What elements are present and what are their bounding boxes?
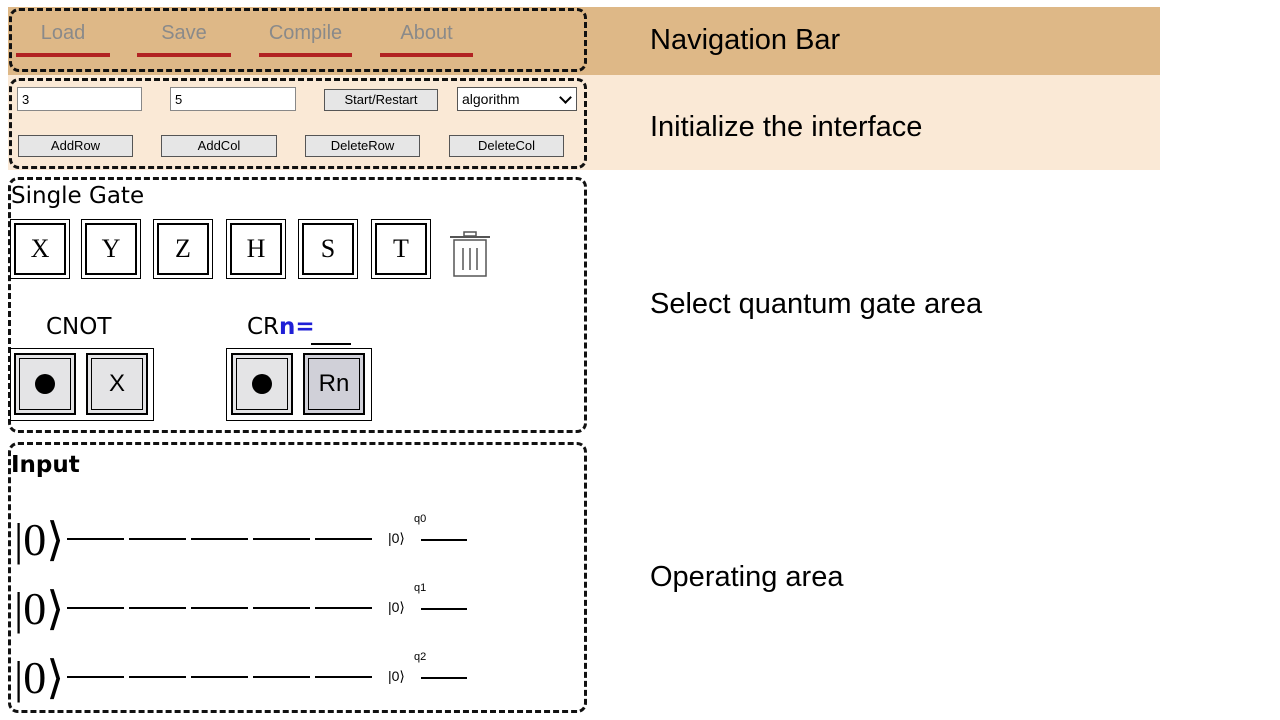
qubit-0-output-wire — [421, 539, 467, 541]
gate-y[interactable]: Y — [81, 219, 141, 279]
nav-save[interactable]: Save — [137, 22, 231, 57]
wire-slot[interactable] — [253, 538, 310, 540]
crn-n-label: n= — [279, 314, 315, 340]
crn-prefix: CR — [247, 314, 280, 340]
nav-compile-underline — [259, 53, 352, 57]
qubit-2-small-ket: |0⟩ — [388, 668, 405, 684]
gate-h-label: H — [230, 223, 282, 275]
gate-caption: Select quantum gate area — [650, 288, 983, 320]
crn-target-frame — [308, 358, 360, 410]
cnot-control-frame — [19, 358, 71, 410]
gate-x[interactable]: X — [10, 219, 70, 279]
wire-slot[interactable] — [315, 676, 372, 678]
init-region-outline — [9, 78, 587, 169]
qubit-2-output-wire — [421, 677, 467, 679]
cnot-title: CNOT — [46, 314, 112, 340]
wire-slot[interactable] — [67, 538, 124, 540]
wire-slot[interactable] — [191, 607, 248, 609]
wire-slot[interactable] — [253, 676, 310, 678]
rows-input[interactable] — [17, 87, 142, 111]
wire-slot[interactable] — [315, 538, 372, 540]
trash-icon[interactable] — [449, 230, 491, 278]
qubit-1-label: q1 — [414, 582, 427, 594]
gate-y-label: Y — [85, 223, 137, 275]
wire-slot[interactable] — [191, 676, 248, 678]
wire-slot[interactable] — [253, 607, 310, 609]
delete-row-button[interactable]: DeleteRow — [305, 135, 420, 157]
gate-region-outline — [8, 177, 587, 433]
single-gate-title: Single Gate — [11, 183, 145, 209]
crn-control[interactable] — [231, 353, 293, 415]
wire-slot[interactable] — [67, 607, 124, 609]
cnot-gate-group[interactable]: X — [10, 348, 154, 421]
gate-s[interactable]: S — [298, 219, 358, 279]
gate-x-label: X — [14, 223, 66, 275]
crn-title: CRn= — [247, 314, 315, 340]
qubit-1-small-ket: |0⟩ — [388, 599, 405, 615]
nav-region-outline — [9, 8, 587, 72]
wire-slot[interactable] — [315, 607, 372, 609]
gate-z-label: Z — [157, 223, 209, 275]
wire-slot[interactable] — [129, 538, 186, 540]
crn-gate-group[interactable]: Rn — [226, 348, 372, 421]
chevron-down-icon — [559, 91, 572, 104]
delete-col-button[interactable]: DeleteCol — [449, 135, 564, 157]
wire-slot[interactable] — [129, 676, 186, 678]
add-col-button[interactable]: AddCol — [161, 135, 277, 157]
wire-slot[interactable] — [67, 676, 124, 678]
qubit-2-ket: |0⟩ — [14, 652, 65, 703]
start-restart-button[interactable]: Start/Restart — [324, 89, 438, 111]
qubit-1-ket: |0⟩ — [14, 583, 65, 634]
nav-about-underline — [380, 53, 473, 57]
qubit-0-small-ket: |0⟩ — [388, 530, 405, 546]
qubit-0-ket: |0⟩ — [14, 514, 65, 565]
algorithm-select[interactable]: algorithm — [457, 87, 577, 111]
gate-z[interactable]: Z — [153, 219, 213, 279]
nav-compile-label: Compile — [268, 22, 343, 44]
crn-n-input[interactable] — [311, 343, 351, 345]
cols-input[interactable] — [170, 87, 296, 111]
add-row-button[interactable]: AddRow — [18, 135, 133, 157]
nav-about[interactable]: About — [380, 22, 473, 57]
operating-caption: Operating area — [650, 561, 844, 593]
nav-load-underline — [16, 53, 110, 57]
control-dot-icon — [35, 374, 55, 394]
cnot-target-label: X — [108, 370, 125, 397]
nav-caption: Navigation Bar — [650, 24, 841, 56]
init-caption: Initialize the interface — [650, 111, 923, 143]
gate-h[interactable]: H — [226, 219, 286, 279]
gate-t[interactable]: T — [371, 219, 431, 279]
nav-load-label: Load — [40, 22, 86, 44]
nav-load[interactable]: Load — [16, 22, 110, 57]
nav-about-label: About — [400, 22, 453, 44]
crn-target-label: Rn — [318, 370, 350, 397]
wire-slot[interactable] — [191, 538, 248, 540]
wire-slot[interactable] — [129, 607, 186, 609]
cnot-target-frame — [91, 358, 143, 410]
gate-t-label: T — [375, 223, 427, 275]
qubit-1-output-wire — [421, 608, 467, 610]
algorithm-select-value: algorithm — [462, 91, 520, 107]
nav-compile[interactable]: Compile — [259, 22, 352, 57]
crn-control-frame — [236, 358, 288, 410]
crn-target[interactable]: Rn — [303, 353, 365, 415]
nav-save-underline — [137, 53, 231, 57]
gate-s-label: S — [302, 223, 354, 275]
input-title: Input — [11, 452, 80, 478]
qubit-2-label: q2 — [414, 651, 427, 663]
qubit-0-label: q0 — [414, 513, 427, 525]
control-dot-icon — [252, 374, 272, 394]
nav-save-label: Save — [161, 22, 207, 44]
cnot-target[interactable]: X — [86, 353, 148, 415]
operating-region-outline — [8, 442, 587, 713]
cnot-control[interactable] — [14, 353, 76, 415]
